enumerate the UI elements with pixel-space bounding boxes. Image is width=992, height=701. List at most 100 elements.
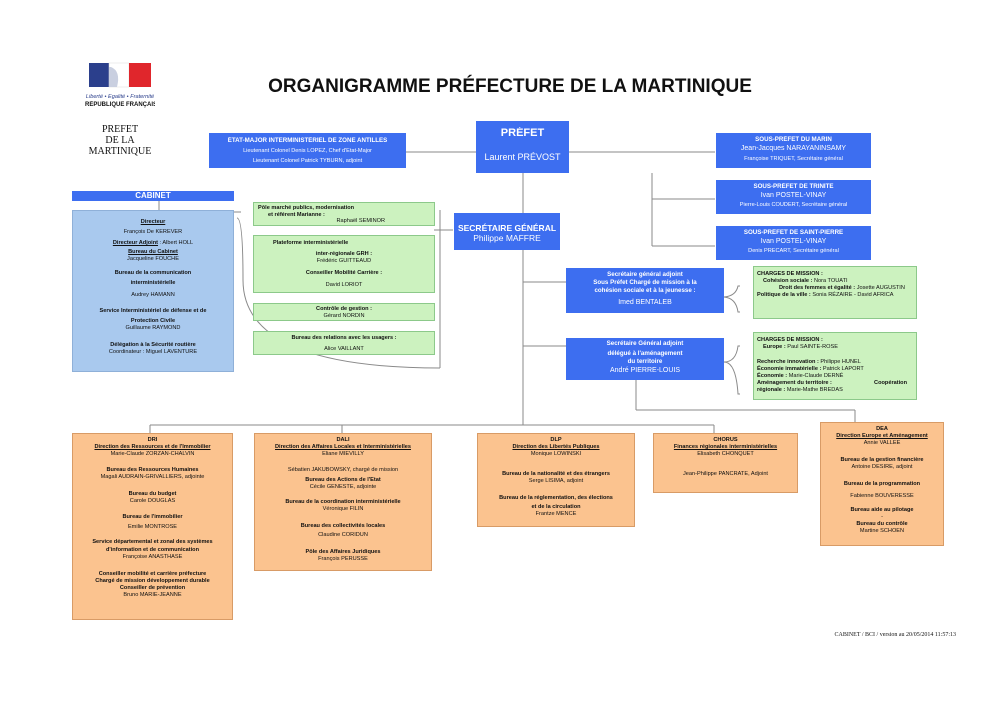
cabinet-header: CABINET [72, 191, 234, 201]
cm-row: Aménagement du territoire : Coopération [757, 380, 913, 387]
cabinet-sidpc: Protection Civile [130, 318, 176, 324]
cabinet-securite-name: Coordinateur : Miguel LAVENTURE [108, 349, 198, 355]
dali-bureau-name: Claudine CORIDUN [318, 532, 368, 538]
dlp-title: Direction des Libertés Publiques [512, 444, 600, 450]
sga-name: André PIERRE-LOUIS [609, 367, 681, 374]
cabinet-box: Directeur François De KERÉVER Directeur … [72, 210, 234, 372]
cm-row: Droit des femmes et égalité : Josette AU… [757, 285, 913, 292]
dea-bureau-name: Antoine DESIRÉ, adjoint [851, 464, 913, 470]
sga-line: Secrétaire Général adjoint [606, 340, 684, 347]
cabinet-bureau-label: Bureau du Cabinet [128, 249, 178, 255]
cm-row-label: Aménagement du territoire : [757, 380, 832, 386]
etat-major-title: ÉTAT-MAJOR INTERMINISTÉRIEL DE ZONE ANTI… [227, 137, 388, 144]
cm-title: CHARGÉS DE MISSION : [757, 337, 823, 343]
sga-line: Secrétaire général adjoint [607, 271, 683, 278]
dri-bureau: Bureau du budget [128, 491, 177, 497]
dali-bureau: Bureau des Actions de l'État [305, 477, 381, 483]
cm-row: Économie immatérielle : Patrick LAPORT [757, 366, 913, 373]
dea-bureau: Bureau aide au pilotage [850, 507, 914, 513]
dali-title: Direction des Affaires Locales et Interm… [275, 444, 411, 450]
etat-major-line: Lieutenant Colonel Patrick TYBURN, adjoi… [252, 158, 363, 164]
chorus-head: Elisabeth CHONQUET [697, 451, 754, 457]
logo-republic: RÉPUBLIQUE FRANÇAISE [85, 102, 155, 108]
dea-bureau: Bureau de la gestion financière [840, 457, 924, 463]
etat-major-box: ÉTAT-MAJOR INTERMINISTÉRIEL DE ZONE ANTI… [209, 133, 406, 168]
sga-cohesion-box: Secrétaire général adjoint Sous Préfet C… [566, 268, 724, 313]
cabinet-comm: interministérielle [130, 280, 176, 286]
usagers-box: Bureau des relations avec les usagers : … [253, 331, 435, 355]
dlp-bureau-name: Serge LISIMA, adjoint [528, 478, 584, 484]
cabinet-adjoint-row: Directeur Adjoint : Albert HOLL [73, 240, 233, 247]
dea-box: DEA Direction Europe et Aménagement Anni… [820, 422, 944, 546]
dri-bureau: Conseiller de prévention [119, 585, 186, 591]
dri-bureau: Bureau de l'immobilier [122, 514, 183, 520]
cm-row-value: Marie-Mathe BREDAS [786, 387, 843, 393]
chorus-box: CHORUS Finances régionales interministér… [653, 433, 798, 493]
dlp-head: Monique LOWINSKI [530, 451, 582, 457]
etat-major-line: Lieutenant Colonel Denis LOPEZ, Chef d'É… [243, 148, 372, 154]
dri-bureau-name: Carole DOUGLAS [129, 498, 176, 504]
cm-row-label: Économie : [757, 373, 789, 379]
cm-row-right: Coopération [874, 380, 907, 386]
pole-marche-name: Raphaël SÉMINOR [336, 218, 386, 224]
usagers-title: Bureau des relations avec les usagers : [291, 335, 397, 341]
cm-row-value: Nora TOUATI [813, 278, 848, 284]
marianne-logo: Liberté • Égalité • Fraternité RÉPUBLIQU… [85, 61, 155, 113]
dea-dash: - [881, 514, 883, 520]
prefet-label-line: MARTINIQUE [88, 146, 152, 157]
cm-row-label: Droit des femmes et égalité : [779, 285, 857, 291]
cabinet-sidpc: Service Interministériel de défense et d… [99, 308, 207, 314]
sous-prefet-title: SOUS-PRÉFET DE SAINT-PIERRE [743, 229, 844, 236]
sga-line: du territoire [627, 358, 663, 365]
charges-mission-cohesion-box: CHARGÉS DE MISSION : Cohésion sociale : … [753, 266, 917, 319]
sga-amenagement-box: Secrétaire Général adjoint délégué à l'a… [566, 338, 724, 380]
cabinet-comm-name: Audrey HAMANN [131, 292, 175, 298]
dri-bureau: Conseiller mobilité et carrière préfectu… [98, 571, 207, 577]
sous-prefet-name: Jean-Jacques NARAYANINSAMY [740, 145, 847, 152]
cabinet-title: CABINET [135, 191, 171, 200]
cm-row-label: Économie immatérielle : [757, 366, 823, 372]
pole-marche-line: et référent Marianne : [268, 212, 325, 218]
cm-row-value: Josette AUGUSTIN [856, 285, 905, 291]
cm-row-value: Marie-Claude DERNÉ [788, 373, 844, 379]
cm-row-label: régionale : [757, 387, 787, 393]
usagers-name: Alice VAILLANT [324, 346, 364, 352]
sous-prefet-name: Ivan POSTEL-VINAY [760, 238, 827, 245]
dali-bureau-name: Cécile GENESTE, adjointe [309, 484, 377, 490]
chorus-adjoint: Jean-Philippe PANCRATE, Adjoint [683, 471, 768, 477]
dea-code: DEA [876, 426, 888, 432]
cabinet-directeur: François De KERÉVER [123, 229, 183, 235]
dlp-code: DLP [550, 437, 562, 443]
cm-row: Recherche innovation : Philippe HUNEL [757, 359, 913, 366]
sous-prefet-trinite-box: SOUS-PRÉFET DE TRINITE Ivan POSTEL-VINAY… [716, 180, 871, 214]
dea-bureau-name: Fabienne BOUVERESSE [850, 493, 914, 499]
sous-prefet-marin-box: SOUS-PRÉFET DU MARIN Jean-Jacques NARAYA… [716, 133, 871, 168]
sga-line: cohésion sociale et à la jeunesse : [594, 287, 696, 294]
plateforme-name: David LORIOT [325, 282, 363, 288]
french-flag-icon [89, 62, 151, 88]
footer-version: CABINET / BCI / version au 20/05/2014 11… [834, 632, 957, 638]
cm-title: CHARGÉS DE MISSION : [757, 271, 823, 277]
prefet-box: PRÉFET Laurent PRÉVOST [476, 121, 569, 173]
cm-row-label: Cohésion sociale : [763, 278, 814, 284]
dlp-bureau: Bureau de la réglementation, des électio… [499, 495, 613, 501]
plateforme-name: Frédéric GUITTEAUD [316, 258, 372, 264]
dali-bureau-name: François PERUSSE [318, 556, 368, 562]
cm-row: Politique de la ville : Sonia RÉZAIRE - … [757, 292, 913, 299]
dali-bureau: Bureau de la coordination interministéri… [285, 499, 401, 505]
dri-box: DRI Direction des Ressources et de l'Imm… [72, 433, 233, 620]
cm-row-value: Patrick LAPORT [822, 366, 864, 372]
cm-row-label: Politique de la ville : [757, 292, 813, 298]
controle-box: Contrôle de gestion : Gérard NORDIN [253, 303, 435, 321]
dali-code: DALI [336, 437, 350, 443]
pole-marche-line: Pôle marché publics, modernisation [258, 205, 355, 211]
dali-adjoint: Sébatien JAKUBOWSKY, chargé de mission [287, 467, 399, 473]
prefet-label-line: PREFET [101, 124, 139, 135]
sous-prefet-sub: Françoise TRIQUET, Secrétaire général [744, 156, 843, 162]
dri-bureau-name: Françoise ANASTHASE [122, 554, 183, 560]
controle-name: Gérard NORDIN [323, 313, 365, 319]
cabinet-bureau: Jacqueline FOUCHE [127, 256, 179, 262]
dali-box: DALI Direction des Affaires Locales et I… [254, 433, 432, 571]
